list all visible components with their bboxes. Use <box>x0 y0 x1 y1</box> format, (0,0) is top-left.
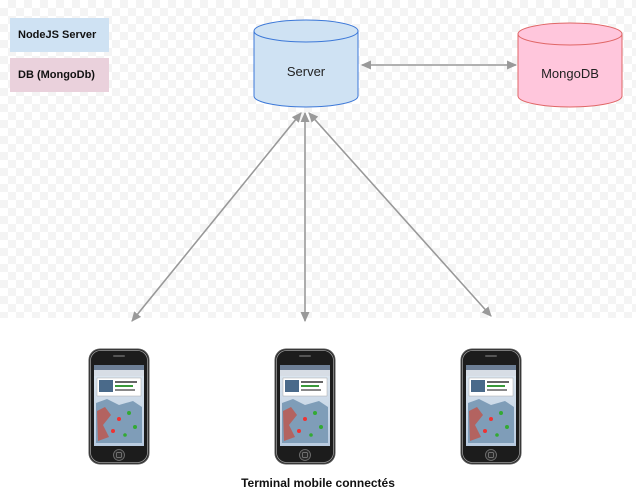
mongodb-cylinder <box>517 22 623 108</box>
phone-left <box>88 348 150 465</box>
connector-server-phone-left <box>131 112 302 322</box>
legend-db-mongodb: DB (MongoDb) <box>10 58 109 92</box>
phone-right <box>460 348 522 465</box>
connectors <box>131 60 518 323</box>
connector-server-phone-right <box>308 112 492 317</box>
legend-db-mongodb-label: DB (MongoDb) <box>18 69 95 81</box>
terminal-caption: Terminal mobile connectés <box>241 476 395 490</box>
server-cylinder <box>253 19 359 108</box>
mongodb-label: MongoDB <box>541 66 599 81</box>
phone-center <box>274 348 336 465</box>
legend-nodejs-server-label: NodeJS Server <box>18 29 97 41</box>
server-label: Server <box>286 64 326 79</box>
legend-nodejs-server: NodeJS Server <box>10 18 109 52</box>
